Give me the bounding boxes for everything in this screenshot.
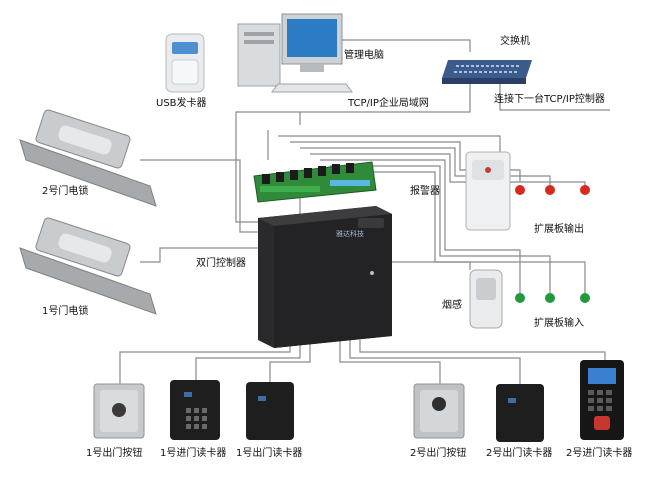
controller-box-icon [258,206,392,348]
smoke-detector-icon [469,269,503,329]
network-switch-icon [442,60,532,84]
input-led-3 [580,293,590,303]
wire-out2 [349,340,521,384]
wire-in1 [195,340,301,380]
out-reader1-label: 1号出门读卡器 [236,448,303,459]
lan-label: TCP/IP企业局域网 [348,98,429,109]
wire-ext-3 [290,141,521,182]
ext-out-label: 扩展板输出 [534,224,584,235]
wire-ext-6 [320,159,521,296]
lock2-electric-lock-icon [19,109,157,207]
smoke-label: 烟感 [442,300,462,311]
output-led-group [515,185,590,195]
input-led-group [515,293,590,303]
wire-ext-4 [300,147,551,188]
wire-lock1 [140,247,262,263]
in-reader2-label: 2号进门读卡器 [566,448,633,459]
wire-switch-lan [235,80,471,223]
wire-out1 [269,340,311,382]
card-reader-2-icon [496,384,544,442]
exit-btn1-label: 1号出门按钮 [86,448,143,459]
in-reader1-label: 1号进门读卡器 [160,448,227,459]
wire-lock2 [140,159,262,233]
exit-button-1-icon [93,383,145,439]
extension-board-icon [253,161,377,203]
wire-ctrl-smoke [388,261,471,270]
out-reader2-label: 2号出门读卡器 [486,448,553,459]
keypad-reader-1-icon [170,380,220,440]
alarm-sensor-icon [465,151,511,231]
wire-in2 [359,340,606,362]
wire-switch-next [499,80,610,111]
exit-button-2-icon [413,383,465,439]
alarm-label: 报警器 [410,186,440,197]
next-controller-label: 连接下一台TCP/IP控制器 [494,94,605,105]
mgmt-pc-label: 管理电脑 [344,50,384,61]
exit-btn2-label: 2号出门按钮 [410,448,467,459]
output-led-2 [545,185,555,195]
fingerprint-reader-icon [580,360,624,440]
wire-ext-5 [310,153,586,188]
input-led-1 [515,293,525,303]
card-reader-1-icon [246,382,294,440]
lock1-electric-lock-icon [19,217,157,315]
wire-btn1 [119,340,291,385]
usb-card-issuer-icon [165,33,205,93]
lock1-label: 1号门电锁 [42,306,89,317]
output-led-3 [580,185,590,195]
switch-label: 交换机 [500,36,530,47]
input-led-2 [545,293,555,303]
brand-text: 雅达科技 [336,230,364,238]
output-led-1 [515,185,525,195]
lock2-label: 2号门电锁 [42,186,89,197]
wire-btn2 [339,340,441,384]
wire-ext-2 [278,135,501,152]
usb-reader-label: USB发卡器 [156,98,207,109]
wire-ext-7 [330,165,551,296]
controller-label: 双门控制器 [196,258,246,269]
ext-in-label: 扩展板输入 [534,318,584,329]
desktop-computer-icon [237,13,353,93]
